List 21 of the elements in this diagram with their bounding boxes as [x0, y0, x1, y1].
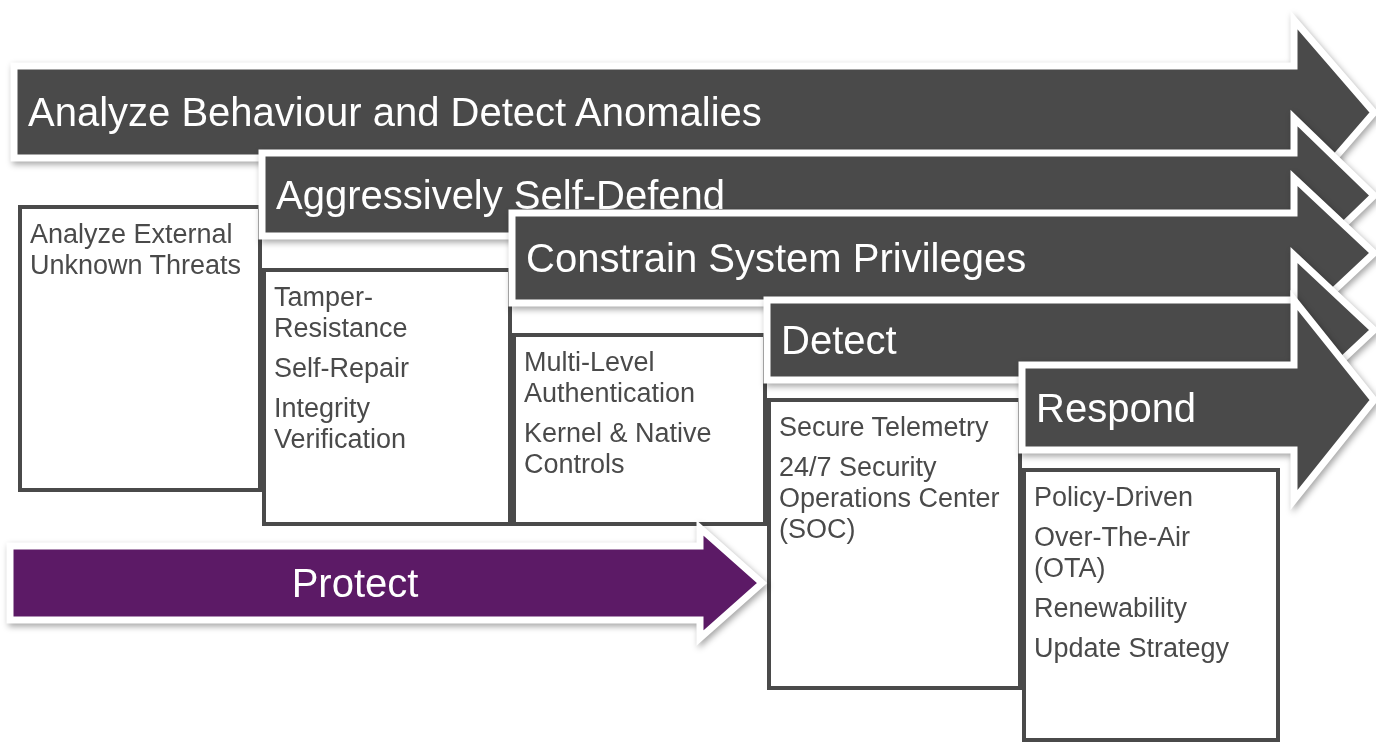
text-panel: [18, 205, 262, 492]
panel-text: Multi-Level Authentication: [524, 347, 697, 409]
banner-label: Aggressively Self-Defend: [276, 171, 726, 218]
panel-text: Tamper-Resistance: [274, 282, 409, 344]
panel-text: Over-The-Air (OTA): [1034, 522, 1191, 584]
text-panel: [767, 398, 1022, 690]
panel-text: Analyze External Unknown Threats: [30, 219, 243, 281]
banner-label: Respond: [1036, 384, 1197, 431]
panel-text: Secure Telemetry: [779, 412, 989, 443]
banner-label: Analyze Behaviour and Detect Anomalies: [28, 89, 762, 135]
panel-text: Renewability: [1034, 593, 1188, 624]
banner-label: Constrain System Privileges: [526, 235, 1027, 281]
banner-label: Detect: [781, 317, 897, 363]
text-panel: [1022, 468, 1280, 742]
panel-text: Kernel & Native Controls: [524, 418, 713, 480]
panel-text: Policy-Driven: [1034, 482, 1194, 513]
panel-text: Integrity Verification: [274, 393, 408, 455]
panel-text: 24/7 Security Operations Center (SOC): [779, 452, 1001, 545]
panel-text: Update Strategy: [1034, 633, 1230, 664]
banner-label: Protect: [291, 560, 419, 606]
panel-text: Self-Repair: [274, 353, 410, 384]
